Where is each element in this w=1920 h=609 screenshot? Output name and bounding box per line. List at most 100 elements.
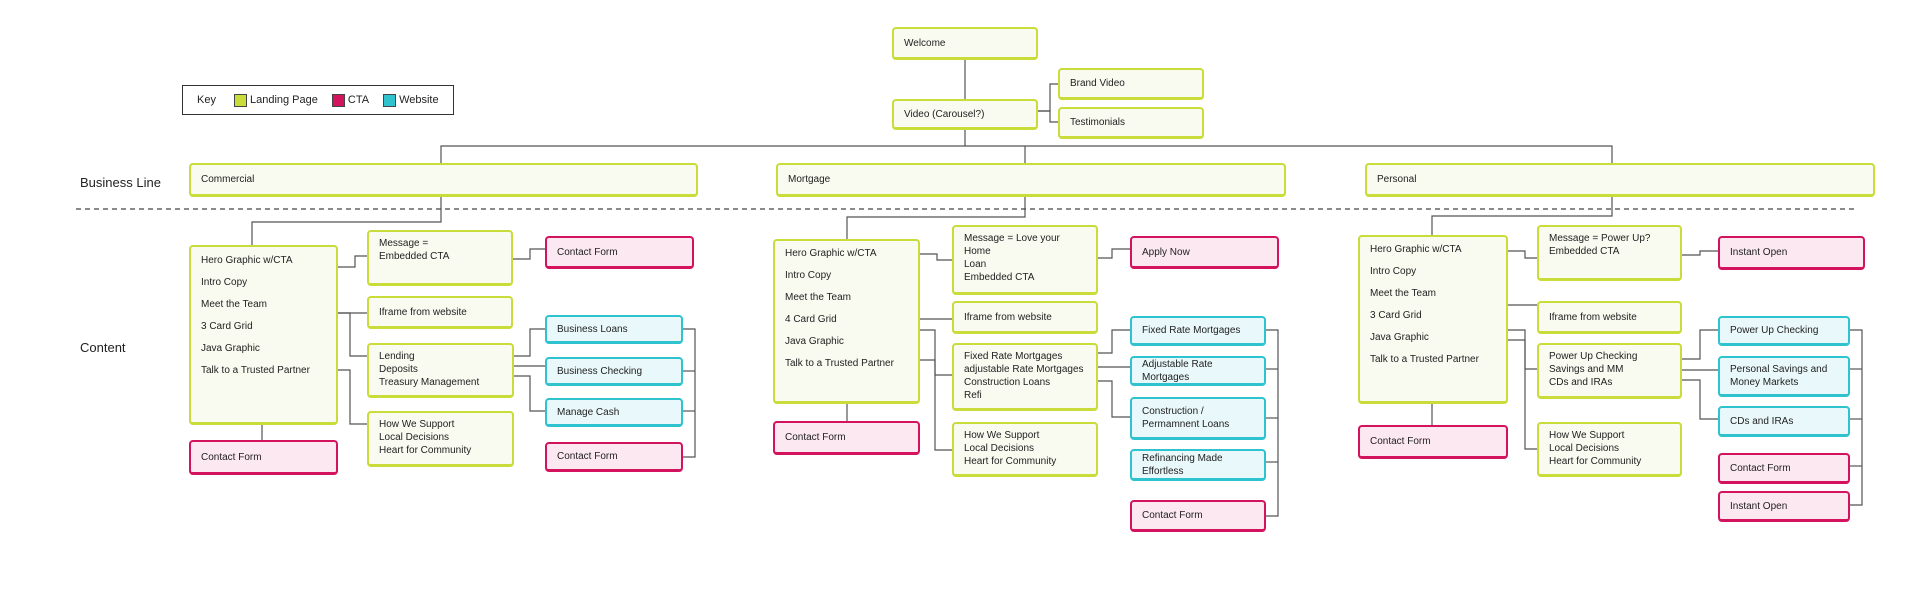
commercial-iframe-node[interactable]: Iframe from website bbox=[367, 296, 513, 329]
node-line: Message = Love your Home bbox=[964, 233, 1060, 257]
node-label: Personal bbox=[1377, 174, 1417, 185]
node-label: Fixed Rate Mortgages bbox=[1142, 325, 1241, 336]
commercial-message-contact-form[interactable]: Contact Form bbox=[545, 236, 694, 269]
personal-hero-contact-form[interactable]: Contact Form bbox=[1358, 425, 1508, 459]
node-label: Manage Cash bbox=[557, 406, 620, 418]
node-line: CDs and IRAs bbox=[1549, 377, 1613, 388]
commercial-business-loans-node[interactable]: Business Loans bbox=[545, 315, 683, 344]
mortgage-apply-now-node[interactable]: Apply Now bbox=[1130, 236, 1279, 269]
node-line: Message = Power Up? bbox=[1549, 233, 1651, 244]
commercial-products-node[interactable]: Lending Deposits Treasury Management bbox=[367, 343, 514, 398]
legend-title: Key bbox=[197, 94, 216, 106]
personal-savings-node[interactable]: Personal Savings and Money Markets bbox=[1718, 356, 1850, 397]
commercial-hero-node[interactable]: Hero Graphic w/CTA Intro Copy Meet the T… bbox=[189, 245, 338, 425]
commercial-manage-cash-node[interactable]: Manage Cash bbox=[545, 398, 683, 427]
mortgage-hero-contact-form[interactable]: Contact Form bbox=[773, 421, 920, 455]
personal-message-node[interactable]: Message = Power Up? Embedded CTA bbox=[1537, 225, 1682, 281]
page-section: Intro Copy bbox=[201, 277, 248, 288]
mortgage-construction-node[interactable]: Construction / Permamnent Loans bbox=[1130, 397, 1266, 440]
personal-iframe-node[interactable]: Iframe from website bbox=[1537, 301, 1682, 334]
node-line: Heart for Community bbox=[379, 445, 472, 456]
node-label: CDs and IRAs bbox=[1730, 415, 1794, 427]
legend: Key Landing Page CTA Website bbox=[182, 85, 454, 115]
personal-power-up-checking-node[interactable]: Power Up Checking bbox=[1718, 316, 1850, 346]
legend-label: CTA bbox=[347, 94, 370, 106]
node-line: Local Decisions bbox=[1549, 443, 1620, 454]
mortgage-hero-node[interactable]: Hero Graphic w/CTA Intro Copy Meet the T… bbox=[773, 239, 920, 404]
page-section: Hero Graphic w/CTA bbox=[201, 255, 293, 266]
node-line: Local Decisions bbox=[379, 432, 450, 443]
node-label: Contact Form bbox=[557, 246, 618, 258]
node-line: How We Support bbox=[379, 419, 455, 430]
mortgage-products-node[interactable]: Fixed Rate Mortgages adjustable Rate Mor… bbox=[952, 343, 1098, 411]
personal-products-contact-form[interactable]: Contact Form bbox=[1718, 453, 1850, 484]
mortgage-node[interactable]: Mortgage bbox=[776, 163, 1286, 197]
mortgage-iframe-node[interactable]: Iframe from website bbox=[952, 301, 1098, 334]
commercial-business-checking-node[interactable]: Business Checking bbox=[545, 357, 683, 386]
mortgage-message-node[interactable]: Message = Love your Home Loan Embedded C… bbox=[952, 225, 1098, 295]
node-line: Local Decisions bbox=[964, 443, 1035, 454]
node-line: Heart for Community bbox=[1549, 456, 1642, 467]
brand-video-node[interactable]: Brand Video bbox=[1058, 68, 1204, 100]
mortgage-support-node[interactable]: How We Support Local Decisions Heart for… bbox=[952, 422, 1098, 477]
page-section: Java Graphic bbox=[201, 343, 260, 354]
page-section: Java Graphic bbox=[785, 336, 844, 347]
page-section: Hero Graphic w/CTA bbox=[785, 248, 877, 259]
personal-node[interactable]: Personal bbox=[1365, 163, 1875, 197]
node-line: Construction Loans bbox=[964, 377, 1051, 388]
personal-hero-node[interactable]: Hero Graphic w/CTA Intro Copy Meet the T… bbox=[1358, 235, 1508, 404]
mortgage-fixed-rate-node[interactable]: Fixed Rate Mortgages bbox=[1130, 316, 1266, 346]
node-label: Contact Form bbox=[201, 451, 262, 463]
node-label: Personal Savings and Money Markets bbox=[1730, 364, 1828, 388]
personal-support-node[interactable]: How We Support Local Decisions Heart for… bbox=[1537, 422, 1682, 477]
node-label: Contact Form bbox=[1730, 462, 1791, 474]
mortgage-adjustable-rate-node[interactable]: Adjustable Rate Mortgages bbox=[1130, 356, 1266, 386]
node-label: Construction / Permamnent Loans bbox=[1142, 406, 1230, 430]
node-line: Embedded CTA bbox=[1549, 246, 1620, 257]
node-label: Commercial bbox=[201, 174, 255, 185]
node-label: Iframe from website bbox=[379, 306, 467, 318]
commercial-hero-contact-form[interactable]: Contact Form bbox=[189, 440, 338, 475]
node-line: Refi bbox=[964, 390, 982, 401]
page-section: Talk to a Trusted Partner bbox=[785, 358, 894, 369]
node-label: Instant Open bbox=[1730, 500, 1788, 512]
legend-item-website: Website bbox=[383, 93, 439, 107]
commercial-products-contact-form[interactable]: Contact Form bbox=[545, 442, 683, 472]
node-label: Video (Carousel?) bbox=[904, 108, 985, 120]
node-line: Power Up Checking bbox=[1549, 351, 1638, 362]
personal-cds-iras-node[interactable]: CDs and IRAs bbox=[1718, 406, 1850, 437]
node-line: Embedded CTA bbox=[964, 272, 1035, 283]
page-section: Intro Copy bbox=[785, 270, 832, 281]
commercial-message-node[interactable]: Message = Embedded CTA bbox=[367, 230, 513, 286]
mortgage-products-contact-form[interactable]: Contact Form bbox=[1130, 500, 1266, 532]
website-swatch bbox=[383, 93, 397, 107]
legend-label: Website bbox=[399, 94, 439, 106]
node-line: Deposits bbox=[379, 364, 418, 375]
node-line: Treasury Management bbox=[379, 377, 480, 388]
commercial-node[interactable]: Commercial bbox=[189, 163, 698, 197]
page-section: 3 Card Grid bbox=[1370, 310, 1422, 321]
personal-instant-open-node[interactable]: Instant Open bbox=[1718, 236, 1865, 270]
page-section: Hero Graphic w/CTA bbox=[1370, 244, 1462, 255]
page-section: 3 Card Grid bbox=[201, 321, 253, 332]
landing-page-swatch bbox=[233, 93, 247, 107]
node-label: Brand Video bbox=[1070, 78, 1125, 89]
commercial-support-node[interactable]: How We Support Local Decisions Heart for… bbox=[367, 411, 514, 467]
page-section: Meet the Team bbox=[1370, 288, 1436, 299]
welcome-node[interactable]: Welcome bbox=[892, 27, 1038, 60]
mortgage-refinancing-node[interactable]: Refinancing Made Effortless bbox=[1130, 449, 1266, 481]
node-label: Contact Form bbox=[557, 451, 618, 462]
legend-item-landing-page: Landing Page bbox=[233, 93, 318, 107]
page-section: Meet the Team bbox=[785, 292, 851, 303]
cta-swatch bbox=[331, 93, 345, 107]
row-label-business-line: Business Line bbox=[80, 175, 161, 190]
testimonials-node[interactable]: Testimonials bbox=[1058, 107, 1204, 139]
personal-products-instant-open[interactable]: Instant Open bbox=[1718, 491, 1850, 522]
personal-products-node[interactable]: Power Up Checking Savings and MM CDs and… bbox=[1537, 343, 1682, 399]
video-node[interactable]: Video (Carousel?) bbox=[892, 99, 1038, 130]
node-label: Power Up Checking bbox=[1730, 325, 1819, 336]
node-label: Welcome bbox=[904, 37, 946, 49]
node-line: Lending bbox=[379, 351, 415, 362]
node-label: Iframe from website bbox=[1549, 311, 1637, 323]
